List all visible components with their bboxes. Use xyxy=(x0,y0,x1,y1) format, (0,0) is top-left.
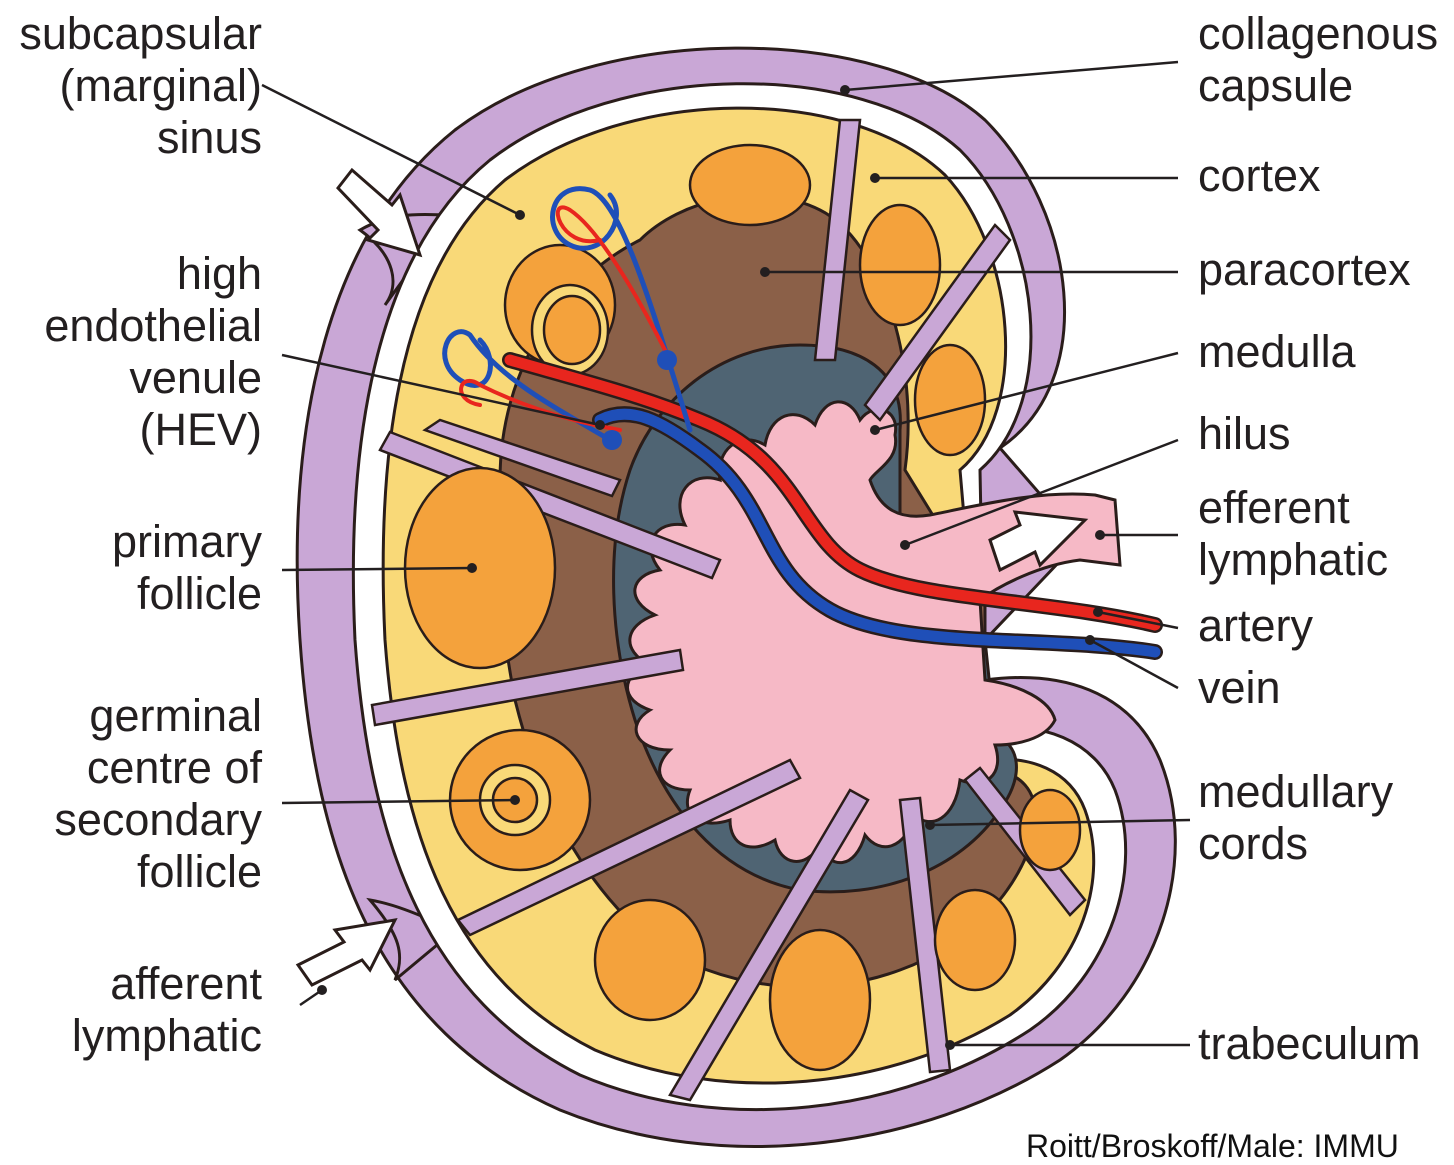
label-medulla: medulla xyxy=(1198,326,1356,378)
label-line: centre of xyxy=(54,742,262,794)
label-line: high xyxy=(44,248,262,300)
label-line: (HEV) xyxy=(44,404,262,456)
image-credit: Roitt/Broskoff/Male: IMMU xyxy=(1026,1128,1399,1165)
label-germinal-centre: germinal centre of secondary follicle xyxy=(54,690,262,898)
label-line: hilus xyxy=(1198,408,1291,460)
label-line: capsule xyxy=(1198,60,1438,112)
label-afferent-lymphatic: afferent lymphatic xyxy=(72,958,262,1062)
label-cortex: cortex xyxy=(1198,150,1321,202)
label-line: efferent xyxy=(1198,482,1388,534)
label-line: medullary xyxy=(1198,766,1393,818)
label-line: afferent xyxy=(72,958,262,1010)
label-medullary-cords: medullary cords xyxy=(1198,766,1393,870)
label-line: venule xyxy=(44,352,262,404)
label-line: germinal xyxy=(54,690,262,742)
label-line: cortex xyxy=(1198,150,1321,202)
label-line: lymphatic xyxy=(72,1010,262,1062)
label-line: subcapsular xyxy=(19,8,262,60)
label-subcapsular-sinus: subcapsular (marginal) sinus xyxy=(19,8,262,164)
label-line: follicle xyxy=(112,568,262,620)
label-line: primary xyxy=(112,516,262,568)
label-line: secondary xyxy=(54,794,262,846)
label-line: artery xyxy=(1198,600,1313,652)
label-hilus: hilus xyxy=(1198,408,1291,460)
label-line: trabeculum xyxy=(1198,1018,1421,1070)
label-line: medulla xyxy=(1198,326,1356,378)
label-line: sinus xyxy=(19,112,262,164)
label-line: (marginal) xyxy=(19,60,262,112)
label-paracortex: paracortex xyxy=(1198,244,1411,296)
label-vein: vein xyxy=(1198,662,1281,714)
label-line: endothelial xyxy=(44,300,262,352)
label-line: cords xyxy=(1198,818,1393,870)
label-primary-follicle: primary follicle xyxy=(112,516,262,620)
label-collagenous-capsule: collagenous capsule xyxy=(1198,8,1438,112)
label-line: collagenous xyxy=(1198,8,1438,60)
label-artery: artery xyxy=(1198,600,1313,652)
label-line: paracortex xyxy=(1198,244,1411,296)
label-line: vein xyxy=(1198,662,1281,714)
label-hev: high endothelial venule (HEV) xyxy=(44,248,262,456)
label-efferent-lymphatic: efferent lymphatic xyxy=(1198,482,1388,586)
label-line: follicle xyxy=(54,846,262,898)
label-line: lymphatic xyxy=(1198,534,1388,586)
label-trabeculum: trabeculum xyxy=(1198,1018,1421,1070)
